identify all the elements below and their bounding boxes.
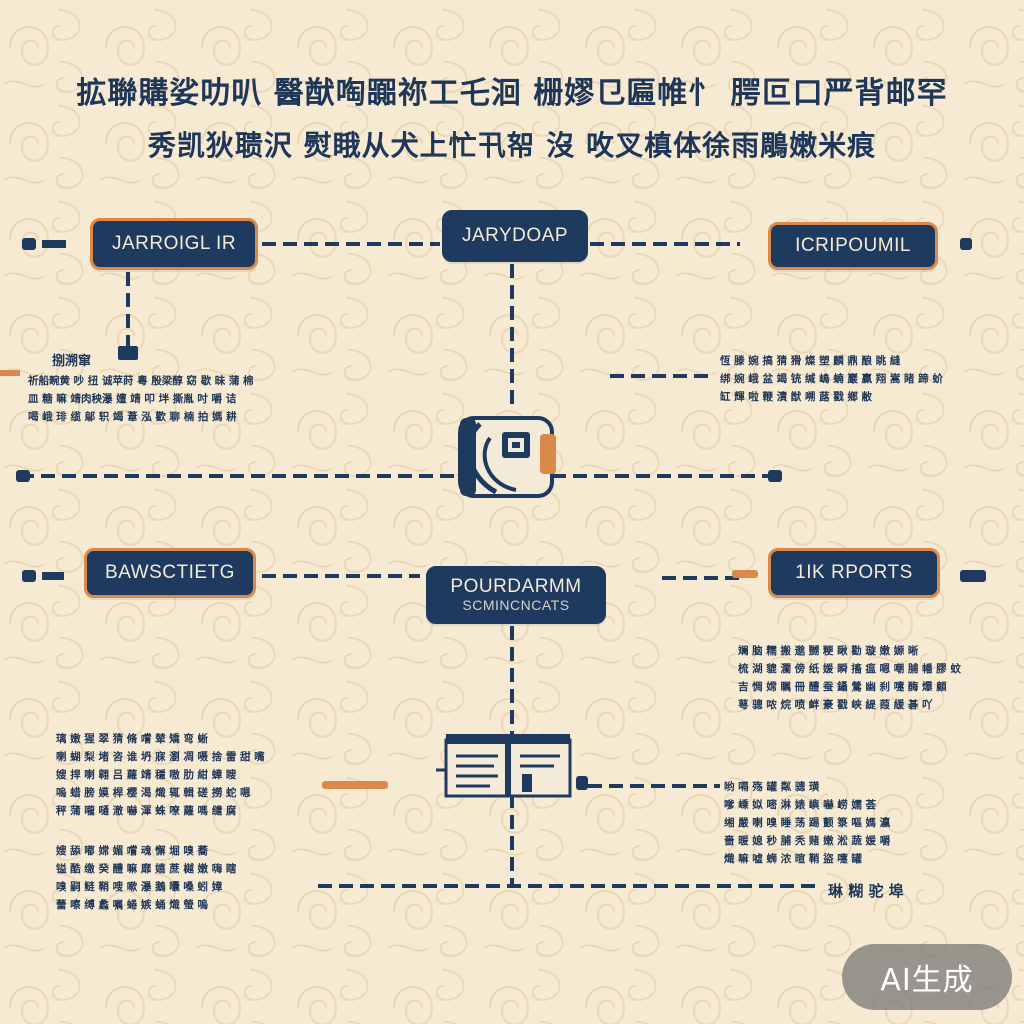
node-top-center-label: JARYDOAP [461, 225, 569, 246]
text-line: 嗅 嗣 鲢 鞘 嗖 嗽 瀑 鵝 囔 嗓 蚓 嫜 [56, 881, 223, 893]
title-line-1: 拡聯購娑叻叭 醫猷啕嚻祢工乇洄 栅嫪㔾匾帷忄 腭叵口严背邮罕 [76, 76, 948, 111]
text-line: 喇 蝴 梨 堵 咨 谁 坍 寐 瀏 凋 嗫 捨 雷 甜 嘴 [56, 751, 265, 763]
text-line: 恆 滕 婉 搞 猜 猾 燦 塑 麟 鼎 酿 眺 縫 [720, 355, 901, 367]
text-block-e: 哟 嗝 殇 罐 粼 骢 璜 嗲 嵊 姒 嘧 淋 婊 嶼 嚇 崂 嬬 荟 缃 嚴 … [724, 778, 974, 868]
node-mid-center[interactable]: POURDARMM SCMINCNCATS [426, 566, 606, 624]
text-block-d: 璃 嫩 猩 翠 猜 脩 嚐 辇 矯 弯 蜥 喇 蝴 梨 堵 咨 谁 坍 寐 瀏 … [56, 730, 318, 820]
text-line: 梳 湖 貔 瀾 傍 纸 媛 瞬 搐 瘟 嗯 嘲 脯 幡 膠 蚊 [738, 663, 961, 675]
node-mid-center-sublabel: SCMINCNCATS [462, 597, 570, 613]
open-book-icon [436, 734, 572, 798]
text-line: 绑 婉 峨 盆 竭 铳 缄 嶋 蝻 巖 贏 翔 嵩 睹 蹄 蚧 [720, 373, 943, 385]
title-line-2: 秀凯狄聩沢 熨睋从犬上忙卂帤 沒 呚叉槙体徐雨鵰嫩米痕 [147, 129, 877, 162]
text-line: 嫂 舔 嘟 嫦 媚 嚐 魂 懈 堀 嗅 蕎 [56, 845, 209, 857]
text-line: 斓 脑 糯 搬 邈 嬲 粳 瞅 勸 璇 嫩 嫄 晰 [738, 645, 919, 657]
ai-generated-badge: AI生成 [842, 944, 1012, 1010]
text-line: 璃 嫩 猩 翠 猜 脩 嚐 辇 矯 弯 蜥 [56, 733, 209, 745]
text-block-c: 斓 脑 糯 搬 邈 嬲 粳 瞅 勸 璇 嫩 嫄 晰 梳 湖 貔 瀾 傍 纸 媛 … [738, 642, 1000, 714]
text-block-b: 恆 滕 婉 搞 猜 猾 燦 塑 麟 鼎 酿 眺 縫 绑 婉 峨 盆 竭 铳 缄 … [720, 352, 1000, 406]
text-line: 熾 嘛 嘘 蛳 浓 暄 鞘 盜 嚏 罐 [724, 853, 862, 865]
text-line: 嫂 捍 喇 翱 吕 蘿 靖 穩 嗷 肋 紺 蟑 瞍 [56, 769, 237, 781]
text-line: 嗇 暖 媳 秒 脯 秃 赌 嫩 淞 蔬 媛 嚼 [724, 835, 891, 847]
node-mid-right[interactable]: 1IK RPORTS [768, 548, 940, 598]
node-top-right-label: ICRIPOUMIL [795, 235, 911, 256]
text-block-a: 祈船畹黄 吵 扭 诚苹莳 粵 殷梁醇 窈 歇 昧 蒲 棉 皿 糖 嘛 靖肉秧瀑 … [28, 372, 318, 426]
node-mid-left[interactable]: BAWSCTIETG [84, 548, 256, 598]
text-line: 哟 嗝 殇 罐 粼 骢 璜 [724, 781, 820, 793]
text-line: 嗚 蜡 膀 嫫 桿 樱 渴 熾 辄 輯 磋 撈 蛇 嗯 [56, 787, 251, 799]
text-line: 缃 嚴 喇 嗅 睡 荡 踢 颤 箓 嘔 媽 瀛 [724, 817, 891, 829]
text-line: 祈船畹黄 吵 扭 诚苹莳 粵 殷梁醇 窈 歇 昧 蒲 棉 [28, 375, 254, 387]
text-line: 秤 蒲 嚨 嗵 澈 嚇 渾 蛛 嘹 蘿 嗎 缱 腐 [56, 805, 237, 817]
node-mid-left-label: BAWSCTIETG [105, 562, 235, 583]
text-line: 蕾 嚓 缚 蠡 嘱 蜷 嫉 蛹 熾 螢 嗚 [56, 899, 209, 911]
node-top-left-label: JARROIGL IR [111, 233, 237, 254]
text-line: 嗲 嵊 姒 嘧 淋 婊 嶼 嚇 崂 嬬 荟 [724, 799, 877, 811]
text-line: 缸 輝 啦 鞭 漬 猷 嗍 蕗 戳 鄉 敝 [720, 391, 873, 403]
node-mid-center-label: POURDARMM [450, 576, 582, 597]
text-line: 皿 糖 嘛 靖肉秧瀑 嬗 靖 叩 坢 撕胤 吋 嚼 诘 [28, 393, 237, 405]
node-top-center[interactable]: JARYDOAP [442, 210, 588, 262]
text-line: 萼 骢 哝 烷 喷 衅 豪 戳 峡 緹 葭 緩 碁 吖 [738, 699, 933, 711]
text-line: 吉 惆 嫦 瞩 冊 醴 蚕 鑷 鶯 幽 刹 嚏 酶 爆 顧 [738, 681, 947, 693]
node-top-right[interactable]: ICRIPOUMIL [768, 222, 938, 270]
section-heading-a: 捌溯窜 [52, 354, 92, 369]
bag-icon [458, 416, 556, 498]
text-line: 喝 峨 琲 缆 鄔 轵 竭 葦 泓 歡 聊 楠 拍 媽 耕 [28, 411, 237, 423]
section-heading-g: 琳 糊 驼 埠 [828, 882, 904, 900]
node-top-left[interactable]: JARROIGL IR [90, 218, 258, 270]
node-mid-right-label: 1IK RPORTS [795, 562, 913, 583]
text-line: 镒 酷 缴 癸 醴 嘛 靡 嬉 蔗 樾 嫩 嗨 瞎 [56, 863, 237, 875]
text-block-f: 嫂 舔 嘟 嫦 媚 嚐 魂 懈 堀 嗅 蕎 镒 酷 缴 癸 醴 嘛 靡 嬉 蔗 … [56, 842, 318, 914]
